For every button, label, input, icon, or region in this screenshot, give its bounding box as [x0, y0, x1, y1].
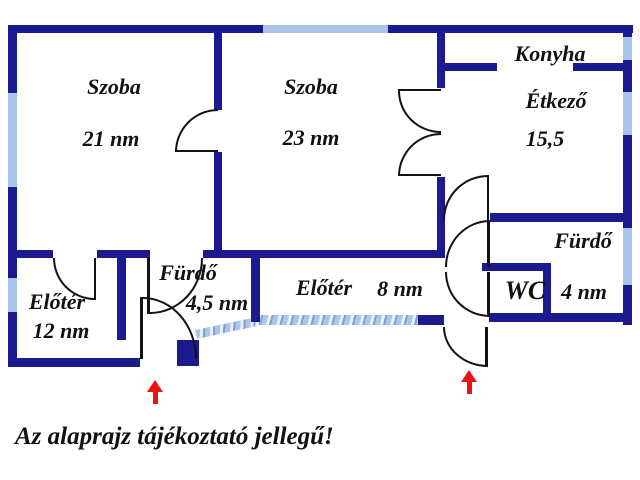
door-leaf-double-top: [398, 89, 441, 91]
door-leaf-double-bottom: [398, 174, 441, 176]
window-right-etkezo: [623, 92, 632, 135]
door-arc-etkezo: [443, 175, 488, 220]
door-leaf-furdo-right: [487, 220, 490, 267]
wall-mid-seg3: [203, 250, 443, 258]
door-arc-double-top: [398, 91, 441, 133]
label-szoba23-area: 23 nm: [282, 125, 340, 150]
window-right-furdo: [623, 228, 632, 285]
wall-mid-seg1: [10, 250, 53, 258]
door-leaf-etkezo: [487, 175, 489, 220]
window-right-konyha: [623, 37, 632, 60]
arrow-stem: [466, 382, 472, 394]
window-top: [263, 25, 388, 33]
door-arc-entrance-right: [443, 327, 488, 367]
label-etkezo-area: 15,5: [525, 126, 565, 151]
label-furdo-right-area: 4 nm: [561, 279, 607, 304]
arrow-head: [147, 380, 163, 392]
label-etkezo-name: Étkező: [525, 88, 587, 113]
door-leaf-eloter12: [94, 258, 96, 300]
entrance-arrow-right-icon: [461, 370, 477, 394]
label-wc: WC: [504, 276, 546, 305]
window-left-eloter12: [8, 278, 17, 312]
door-arc-szoba21: [175, 109, 218, 152]
label-szoba23-name: Szoba: [284, 74, 338, 99]
wall-szoba23-etkezo-upper: [437, 33, 445, 88]
window-left-szoba21: [8, 93, 17, 187]
door-arc-wc: [445, 272, 490, 317]
wall-konyha-left: [443, 63, 497, 71]
label-eloter8-area: 8 nm: [377, 276, 423, 301]
label-eloter8-name: Előtér: [295, 275, 353, 300]
door-leaf-furdo45: [147, 258, 150, 314]
label-furdo45-name: Fürdő: [159, 260, 217, 285]
entrance-arrow-left-icon: [147, 380, 163, 404]
arrow-stem: [152, 392, 158, 404]
door-arc-double-bottom: [398, 133, 441, 176]
label-eloter12-area: 12 nm: [32, 318, 90, 343]
wall-wc-top: [482, 263, 550, 271]
wall-szoba23-etkezo-lower: [437, 177, 445, 258]
label-eloter12-name: Előtér: [28, 289, 86, 314]
label-furdo45-area: 4,5 nm: [185, 290, 249, 315]
door-leaf-entrance-left: [140, 297, 143, 359]
label-furdo-right-name: Fürdő: [554, 228, 612, 253]
label-konyha: Konyha: [514, 41, 586, 66]
door-leaf-entrance-right: [485, 327, 488, 367]
wall-mid-seg2: [97, 250, 150, 258]
wall-szoba-divider-lower: [214, 152, 222, 250]
wall-outer-left: [8, 25, 17, 367]
label-szoba21-name: Szoba: [87, 74, 141, 99]
wall-szoba-divider-upper: [214, 33, 222, 110]
wall-outer-right: [623, 25, 632, 325]
label-szoba21-area: 21 nm: [82, 126, 140, 151]
door-arc-furdo-right: [445, 220, 490, 267]
wall-watermark-band: [253, 315, 418, 325]
wall-outer-bottom-right: [489, 313, 632, 322]
door-leaf-szoba21: [175, 150, 218, 152]
wall-konyha-right: [573, 63, 630, 71]
wall-etkezo-bottom: [490, 213, 632, 222]
disclaimer-text: Az alaprajz tájékoztató jellegű!: [15, 423, 334, 450]
wall-furdo45-right: [251, 258, 260, 322]
door-leaf-wc: [487, 272, 490, 317]
wall-eloter12-furdo: [117, 258, 126, 340]
wall-wc-right: [543, 263, 551, 322]
wall-bottom-mid: [416, 315, 444, 325]
wall-slanted-watermark: [195, 317, 256, 339]
arrow-head: [461, 370, 477, 382]
wall-outer-bottom-left: [8, 358, 140, 367]
